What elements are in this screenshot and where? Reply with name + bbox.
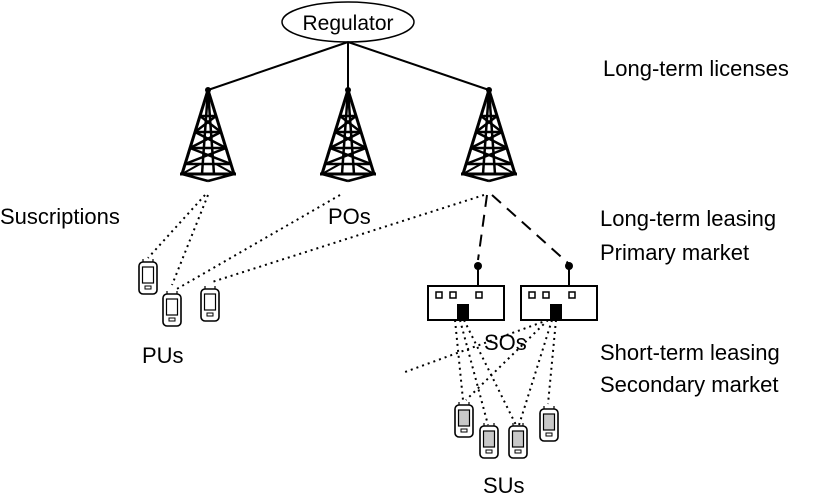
subscription-links — [147, 194, 485, 291]
regulator-node: Regulator — [281, 1, 415, 43]
po-tower-2 — [318, 85, 378, 183]
sus-label: SUs — [483, 473, 525, 497]
su-phone-4 — [539, 405, 559, 442]
secondary-market-label: Secondary market — [600, 372, 779, 397]
pu-phone-2 — [162, 290, 182, 327]
short-term-leasing-label: Short-term leasing — [600, 340, 780, 365]
po-tower-3 — [459, 85, 519, 183]
su-phone-2 — [479, 422, 499, 459]
su-phone-3 — [508, 422, 528, 459]
pos-label: POs — [328, 204, 371, 229]
leasing-links — [477, 194, 569, 264]
long-term-licenses-label: Long-term licenses — [603, 56, 789, 81]
so-building-1 — [427, 285, 505, 321]
sos-label: SOs — [484, 330, 527, 355]
po-tower-1 — [178, 85, 238, 183]
pus-label: PUs — [142, 343, 184, 368]
primary-market-label: Primary market — [600, 240, 749, 265]
so-building-2 — [520, 285, 598, 321]
regulator-label: Regulator — [302, 12, 393, 35]
pu-phone-3 — [200, 285, 220, 322]
so-antennas — [474, 262, 573, 286]
license-links — [207, 41, 490, 91]
su-phone-1 — [454, 401, 474, 438]
pu-phone-1 — [138, 258, 158, 295]
short-term-links — [404, 319, 557, 426]
long-term-leasing-label: Long-term leasing — [600, 206, 776, 231]
suscriptions-label: Suscriptions — [0, 204, 120, 229]
